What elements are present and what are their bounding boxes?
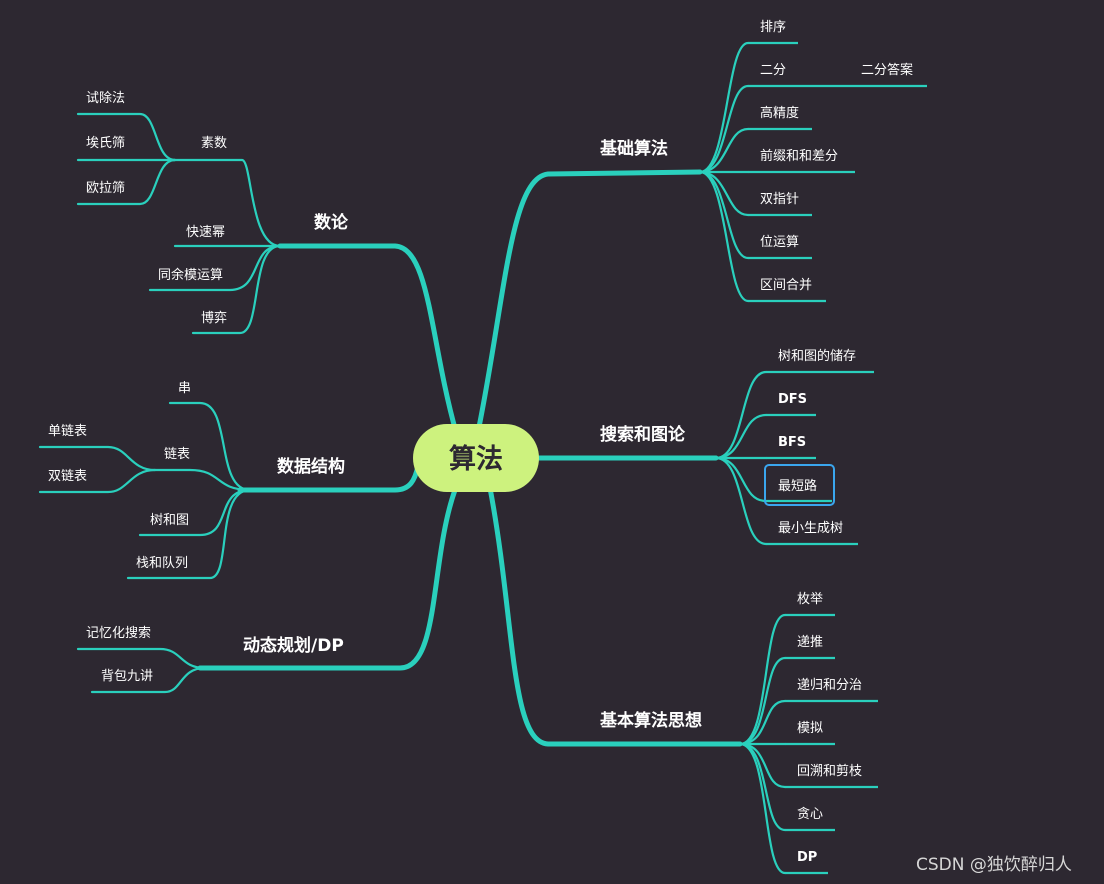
node-two-pointers-label: 双指针 xyxy=(760,192,799,207)
node-memo-search-label: 记忆化搜索 xyxy=(86,625,151,641)
node-high-precision-label: 高精度 xyxy=(760,105,799,121)
root-node-box xyxy=(413,424,539,492)
node-eratosthenes[interactable]: 埃氏筛 xyxy=(86,136,125,151)
node-congruence-label: 同余模运算 xyxy=(158,267,223,283)
node-bit-ops[interactable]: 位运算 xyxy=(748,235,812,260)
node-recurrence-label: 递推 xyxy=(797,635,823,650)
node-prefix-diff[interactable]: 前缀和和差分 xyxy=(748,148,855,174)
node-enumeration[interactable]: 枚举 xyxy=(785,592,835,617)
node-singly-linked[interactable]: 单链表 xyxy=(48,424,87,439)
node-two-pointers[interactable]: 双指针 xyxy=(748,192,812,217)
node-binary-answer-label: 二分答案 xyxy=(861,62,913,78)
node-linked-list-label: 链表 xyxy=(164,447,190,462)
node-euler-sieve-label: 欧拉筛 xyxy=(86,181,125,196)
node-bfs[interactable]: BFS xyxy=(766,435,816,460)
node-interval-merge-label: 区间合并 xyxy=(760,278,812,293)
node-prefix-diff-label: 前缀和和差分 xyxy=(760,148,838,164)
node-bit-ops-label: 位运算 xyxy=(760,235,799,250)
node-doubly-linked-label: 双链表 xyxy=(48,469,87,484)
node-game-theory-label: 博弈 xyxy=(201,310,227,326)
branch-label-basic-ideas[interactable]: 基本算法思想 xyxy=(599,710,702,731)
node-recursion-dc-label: 递归和分治 xyxy=(797,678,862,693)
node-binary-label: 二分 xyxy=(760,63,786,78)
node-trial-division-label: 试除法 xyxy=(86,91,125,106)
node-trial-division[interactable]: 试除法 xyxy=(86,91,125,106)
node-binary-answer[interactable]: 二分答案 xyxy=(861,62,913,78)
data-structures-edges xyxy=(38,401,252,580)
node-tree-and-graph-label: 树和图 xyxy=(150,513,189,528)
node-sort[interactable]: 排序 xyxy=(748,20,798,45)
node-fast-pow-label: 快速幂 xyxy=(186,225,225,240)
node-simulation[interactable]: 模拟 xyxy=(785,721,835,746)
branch-label-number-theory[interactable]: 数论 xyxy=(314,212,349,233)
node-congruence[interactable]: 同余模运算 xyxy=(158,267,223,283)
node-mst-label: 最小生成树 xyxy=(778,521,843,536)
node-primes-label: 素数 xyxy=(201,136,227,151)
branch-label-data-structures[interactable]: 数据结构 xyxy=(277,456,345,477)
node-bfs-label: BFS xyxy=(778,435,806,450)
node-eratosthenes-label: 埃氏筛 xyxy=(86,136,125,151)
branch-number-theory: 数论 素数 试除法 埃氏筛 欧拉筛 快速幂 同余模运算 博弈 xyxy=(76,91,349,335)
basic-algorithms-edges xyxy=(698,41,750,303)
node-tree-graph-storage[interactable]: 树和图的储存 xyxy=(766,348,874,374)
node-high-precision[interactable]: 高精度 xyxy=(748,105,812,131)
node-dp-label: DP xyxy=(797,850,817,865)
root-edges xyxy=(197,169,743,747)
node-linked-list[interactable]: 链表 xyxy=(164,447,190,462)
node-game-theory[interactable]: 博弈 xyxy=(201,310,227,326)
node-tree-and-graph[interactable]: 树和图 xyxy=(150,513,189,528)
branch-search-graph: 搜索和图论 树和图的储存 DFS BFS 最短路 最小生成树 xyxy=(600,348,874,546)
node-backtracking[interactable]: 回溯和剪枝 xyxy=(785,763,878,789)
branch-dynamic-programming: 动态规划/DP 记忆化搜索 背包九讲 xyxy=(76,625,344,694)
branch-label-basic-algorithms[interactable]: 基础算法 xyxy=(599,138,668,159)
branch-label-search-graph[interactable]: 搜索和图论 xyxy=(600,424,686,445)
branch-basic-ideas: 基本算法思想 枚举 递推 递归和分治 模拟 回溯和剪枝 xyxy=(599,592,878,875)
node-singly-linked-label: 单链表 xyxy=(48,424,87,439)
node-sort-label: 排序 xyxy=(760,20,786,35)
node-simulation-label: 模拟 xyxy=(797,721,823,736)
node-shortest-path[interactable]: 最短路 xyxy=(764,464,835,506)
node-mst[interactable]: 最小生成树 xyxy=(766,521,858,546)
branch-label-dynamic-programming[interactable]: 动态规划/DP xyxy=(243,635,344,656)
node-memo-search[interactable]: 记忆化搜索 xyxy=(86,625,151,641)
node-doubly-linked[interactable]: 双链表 xyxy=(48,469,87,484)
search-graph-edges xyxy=(714,370,768,546)
root-label: 算法 xyxy=(449,443,503,475)
node-string[interactable]: 串 xyxy=(178,381,191,396)
node-primes[interactable]: 素数 xyxy=(201,136,227,151)
selection-box xyxy=(764,464,835,506)
node-dfs-label: DFS xyxy=(778,392,807,407)
node-stack-queue[interactable]: 栈和队列 xyxy=(136,556,188,571)
basic-ideas-edges xyxy=(738,613,787,875)
root-node[interactable]: 算法 xyxy=(413,424,539,492)
node-knapsack-label: 背包九讲 xyxy=(101,669,153,684)
node-fast-pow[interactable]: 快速幂 xyxy=(186,225,225,240)
node-euler-sieve[interactable]: 欧拉筛 xyxy=(86,181,125,196)
node-tree-graph-storage-label: 树和图的储存 xyxy=(778,348,856,364)
node-dfs[interactable]: DFS xyxy=(766,392,816,417)
node-stack-queue-label: 栈和队列 xyxy=(136,556,188,571)
node-recurrence[interactable]: 递推 xyxy=(785,635,835,660)
number-theory-edges xyxy=(76,112,282,335)
node-shortest-path-label: 最短路 xyxy=(778,478,817,494)
branch-data-structures: 数据结构 串 链表 单链表 双链表 树和图 栈和队列 xyxy=(38,381,345,580)
dynamic-programming-edges xyxy=(76,647,207,694)
watermark: CSDN @独饮醉归人 xyxy=(916,855,1072,875)
branch-basic-algorithms: 基础算法 排序 二分 二分答案 高精度 前缀和和差分 xyxy=(599,20,927,303)
node-greedy[interactable]: 贪心 xyxy=(785,807,835,832)
node-knapsack[interactable]: 背包九讲 xyxy=(101,669,153,684)
node-greedy-label: 贪心 xyxy=(797,807,823,822)
node-string-label: 串 xyxy=(178,381,191,396)
node-backtracking-label: 回溯和剪枝 xyxy=(797,763,862,779)
node-dp[interactable]: DP xyxy=(785,850,828,875)
node-recursion-dc[interactable]: 递归和分治 xyxy=(785,678,878,703)
node-binary[interactable]: 二分 xyxy=(748,63,927,88)
node-interval-merge[interactable]: 区间合并 xyxy=(748,278,826,303)
node-enumeration-label: 枚举 xyxy=(797,592,823,607)
